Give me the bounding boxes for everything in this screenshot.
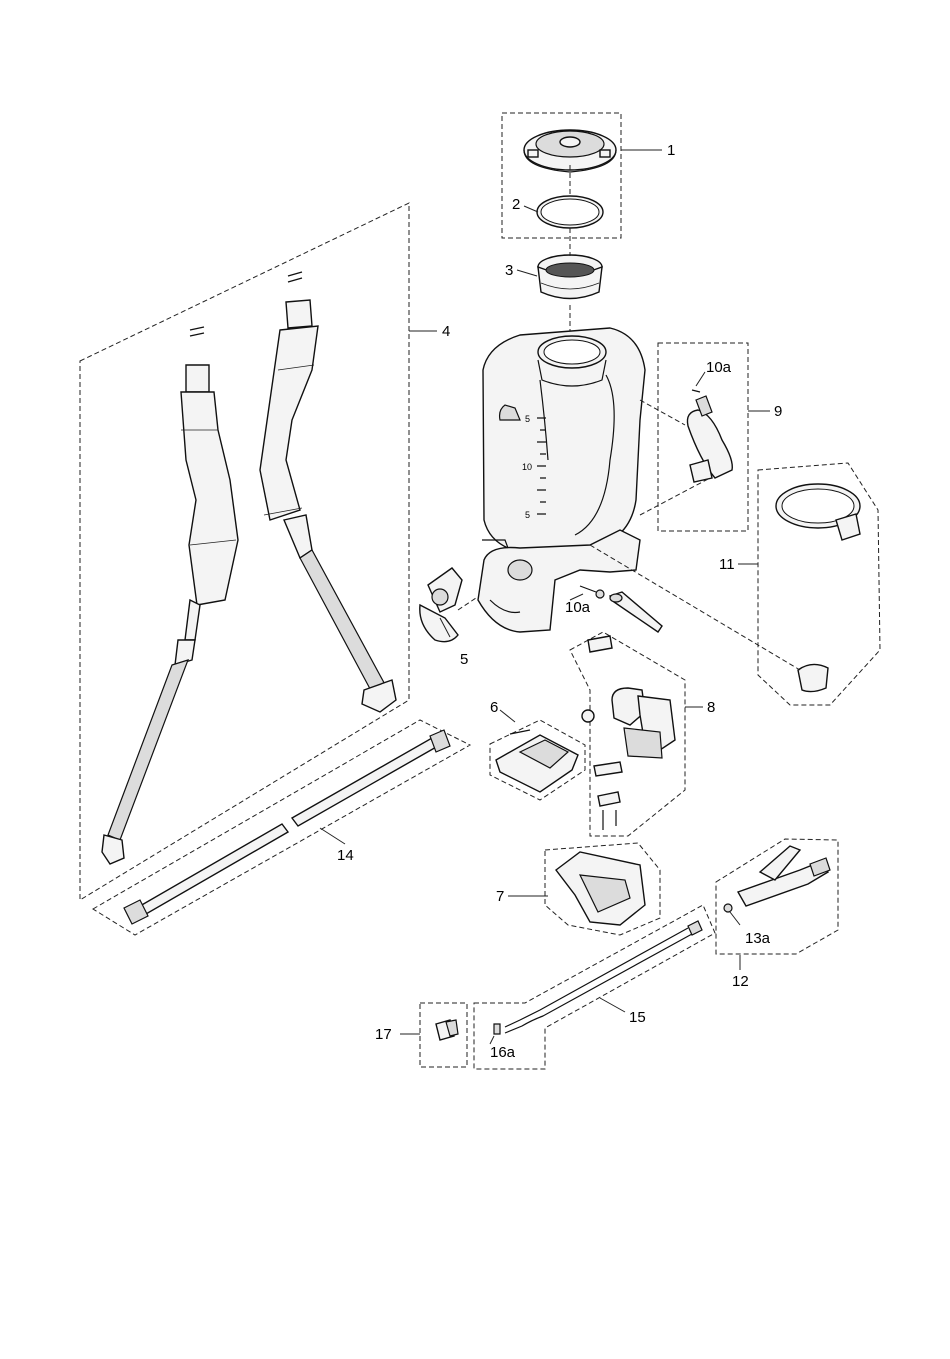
label-10a-mid: 10a xyxy=(565,599,591,616)
label-6: 6 xyxy=(490,699,498,716)
part-9-hose-connector xyxy=(640,343,748,531)
label-17: 17 xyxy=(375,1026,392,1043)
part-12-spray-handle xyxy=(716,839,838,954)
label-13a: 13a xyxy=(745,930,771,947)
label-9: 9 xyxy=(774,403,782,420)
part-7-tray xyxy=(545,843,660,935)
label-10a-top: 10a xyxy=(706,359,732,376)
label-15: 15 xyxy=(629,1009,646,1026)
part-17-nozzle xyxy=(420,1003,467,1067)
label-16a: 16a xyxy=(490,1044,516,1061)
tank-scale-mid: 10 xyxy=(522,462,532,472)
part-10a-screw-and-rod xyxy=(580,586,662,632)
part-3-strainer xyxy=(538,255,602,299)
part-5-pump-cap xyxy=(420,568,476,642)
label-14: 14 xyxy=(337,847,354,864)
label-1: 1 xyxy=(667,142,675,159)
part-4-shoulder-straps xyxy=(80,203,409,900)
label-3: 3 xyxy=(505,262,513,279)
label-2: 2 xyxy=(512,196,520,213)
label-7: 7 xyxy=(496,888,504,905)
part-2-seal-ring xyxy=(537,196,603,228)
label-5: 5 xyxy=(460,651,468,668)
label-11: 11 xyxy=(719,556,735,573)
part-6-bracket xyxy=(490,720,585,800)
tank-scale-low: 5 xyxy=(525,510,530,520)
part-8-pump-unit xyxy=(570,632,685,836)
label-8: 8 xyxy=(707,699,715,716)
label-12: 12 xyxy=(732,973,749,990)
tank-body: 5 10 5 xyxy=(478,328,645,632)
tank-scale-top: 5 xyxy=(525,414,530,424)
label-4: 4 xyxy=(442,323,450,340)
